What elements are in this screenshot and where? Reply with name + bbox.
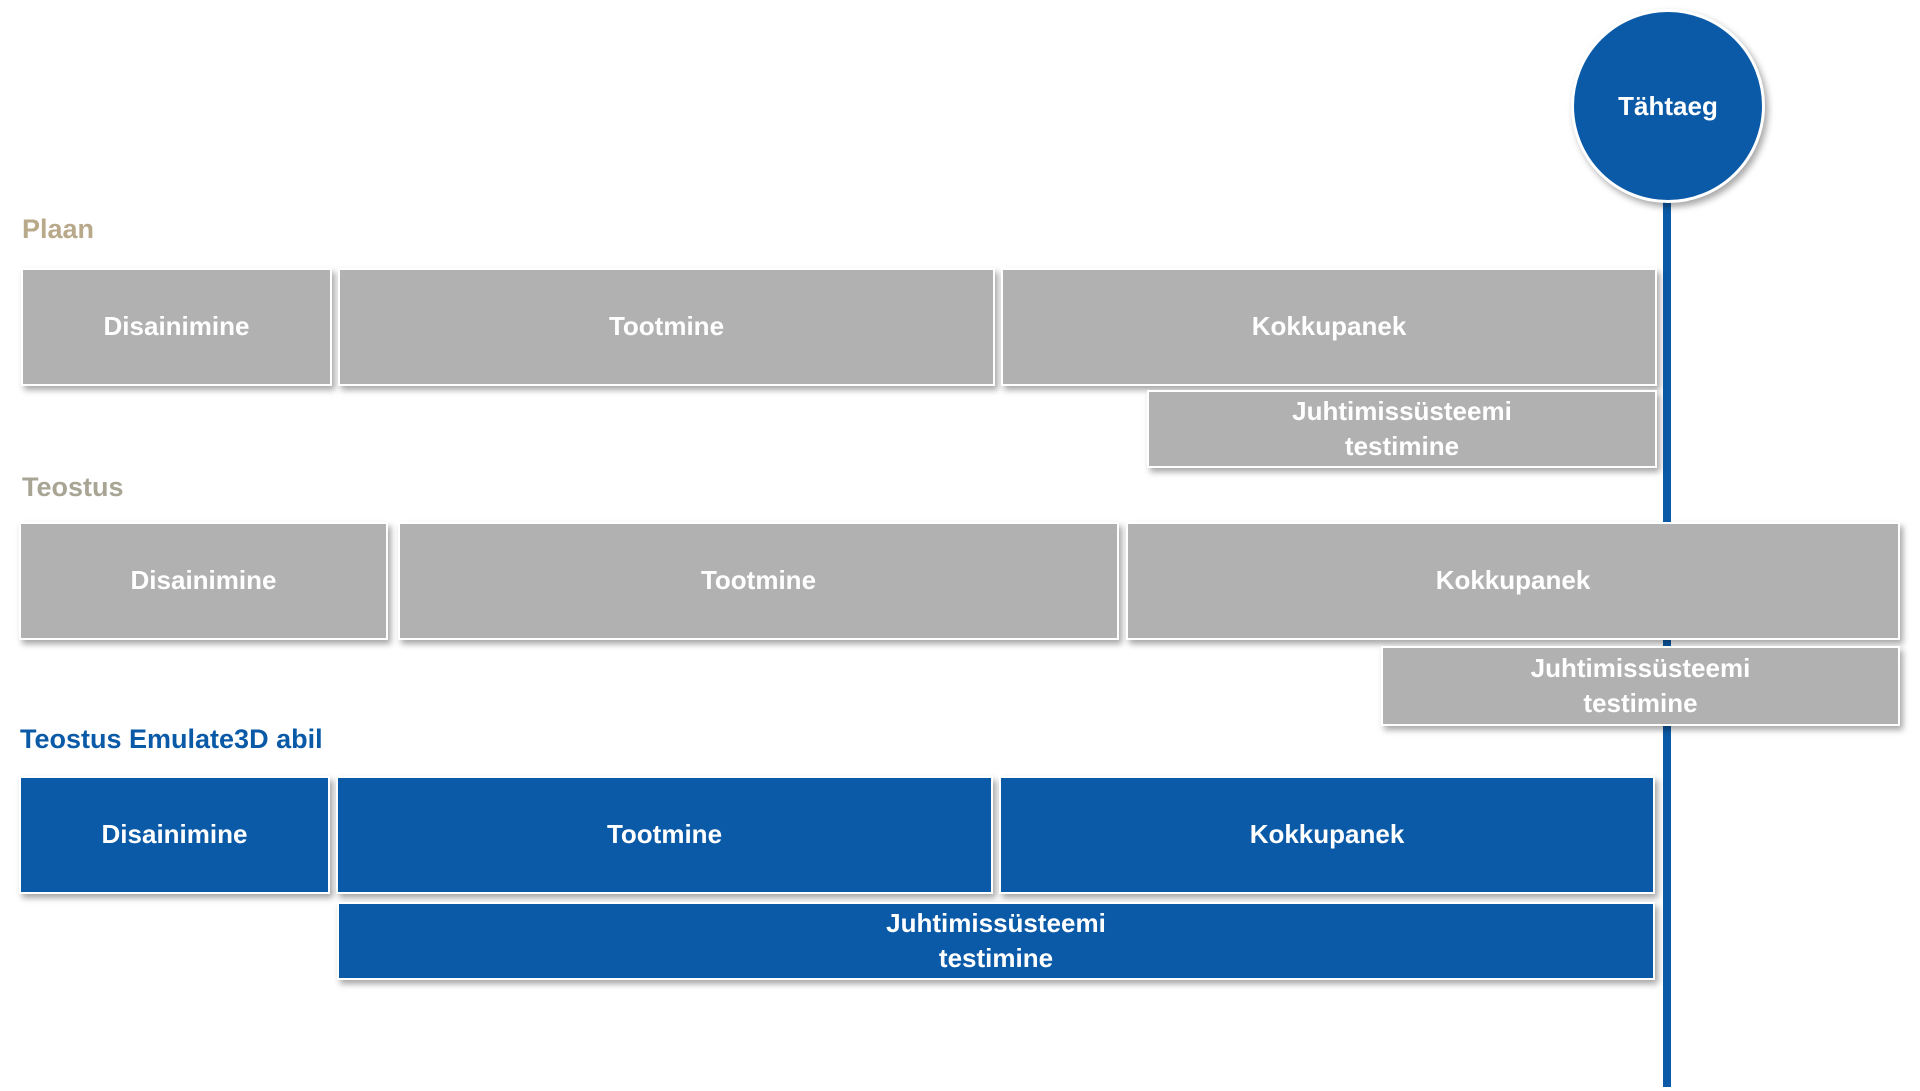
emulate-task-design: Disainimine [19,776,330,894]
emulate-task-production: Tootmine [336,776,993,894]
section-label-teostus: Teostus [22,472,124,502]
plan-task-assembly: Kokkupanek [1001,268,1657,386]
section-label-plan: Plaan [22,214,95,244]
plan-task-design: Disainimine [21,268,332,386]
teostus-task-assembly: Kokkupanek [1126,522,1900,640]
teostus-task-production: Tootmine [398,522,1119,640]
deadline-marker: Tähtaeg [1571,9,1765,203]
section-label-emulate: Teostus Emulate3D abil [20,724,323,754]
emulate-task-assembly: Kokkupanek [999,776,1655,894]
teostus-task-design: Disainimine [19,522,388,640]
teostus-task-testing: Juhtimissüsteemi testimine [1381,646,1900,726]
plan-task-production: Tootmine [338,268,995,386]
deadline-label: Tähtaeg [1618,90,1718,121]
emulate-task-testing: Juhtimissüsteemi testimine [337,902,1655,980]
plan-task-testing: Juhtimissüsteemi testimine [1147,390,1657,468]
